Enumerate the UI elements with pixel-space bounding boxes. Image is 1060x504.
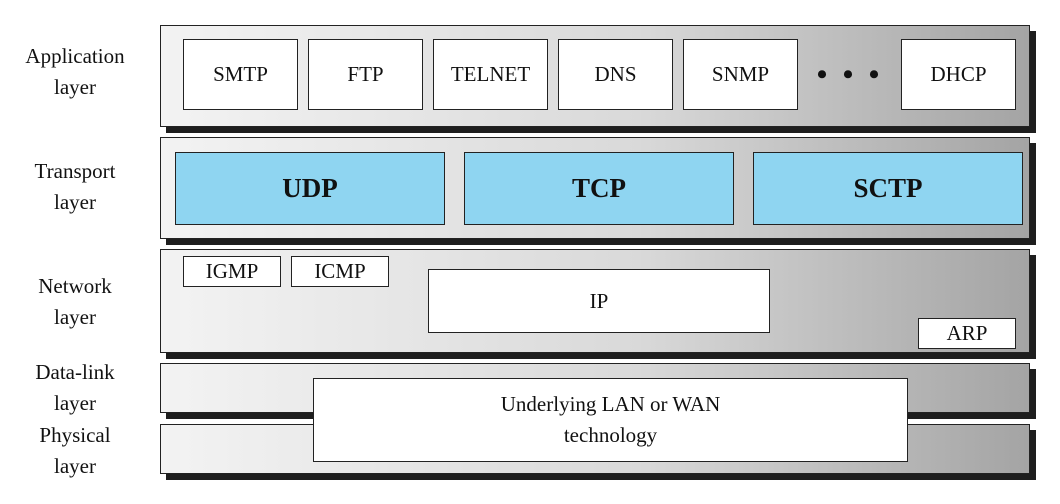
dns-box: DNS bbox=[558, 39, 673, 110]
underlying-technology-line1: Underlying LAN or WAN bbox=[500, 392, 721, 416]
telnet-box: TELNET bbox=[433, 39, 548, 110]
smtp-box: SMTP bbox=[183, 39, 298, 110]
arp-box: ARP bbox=[918, 318, 1016, 349]
underlying-technology-box: Underlying LAN or WAN technology bbox=[313, 378, 908, 462]
data-link-layer-label-line2: layer bbox=[54, 391, 96, 415]
underlying-technology-line2: technology bbox=[563, 423, 658, 447]
icmp-box: ICMP bbox=[291, 256, 389, 287]
dhcp-box: DHCP bbox=[901, 39, 1016, 110]
ip-box: IP bbox=[428, 269, 770, 333]
udp-box: UDP bbox=[175, 152, 445, 225]
application-layer-label-line2: layer bbox=[54, 75, 96, 99]
ellipsis: • • • bbox=[816, 57, 884, 91]
network-layer-label-line2: layer bbox=[54, 305, 96, 329]
physical-layer-label-line1: Physical bbox=[39, 423, 111, 447]
data-link-layer-label-line1: Data-link bbox=[35, 360, 115, 384]
application-layer-label: Application layer bbox=[0, 41, 150, 103]
ftp-box: FTP bbox=[308, 39, 423, 110]
tcp-box: TCP bbox=[464, 152, 734, 225]
snmp-box: SNMP bbox=[683, 39, 798, 110]
sctp-box: SCTP bbox=[753, 152, 1023, 225]
transport-layer-label-line2: layer bbox=[54, 190, 96, 214]
transport-layer-label-line1: Transport bbox=[34, 159, 116, 183]
network-layer-label: Network layer bbox=[0, 271, 150, 333]
application-layer-label-line1: Application bbox=[25, 44, 125, 68]
physical-layer-label: Physical layer bbox=[0, 420, 150, 482]
igmp-box: IGMP bbox=[183, 256, 281, 287]
data-link-layer-label: Data-link layer bbox=[0, 357, 150, 419]
physical-layer-label-line2: layer bbox=[54, 454, 96, 478]
transport-layer-label: Transport layer bbox=[0, 156, 150, 218]
network-layer-label-line1: Network bbox=[38, 274, 112, 298]
